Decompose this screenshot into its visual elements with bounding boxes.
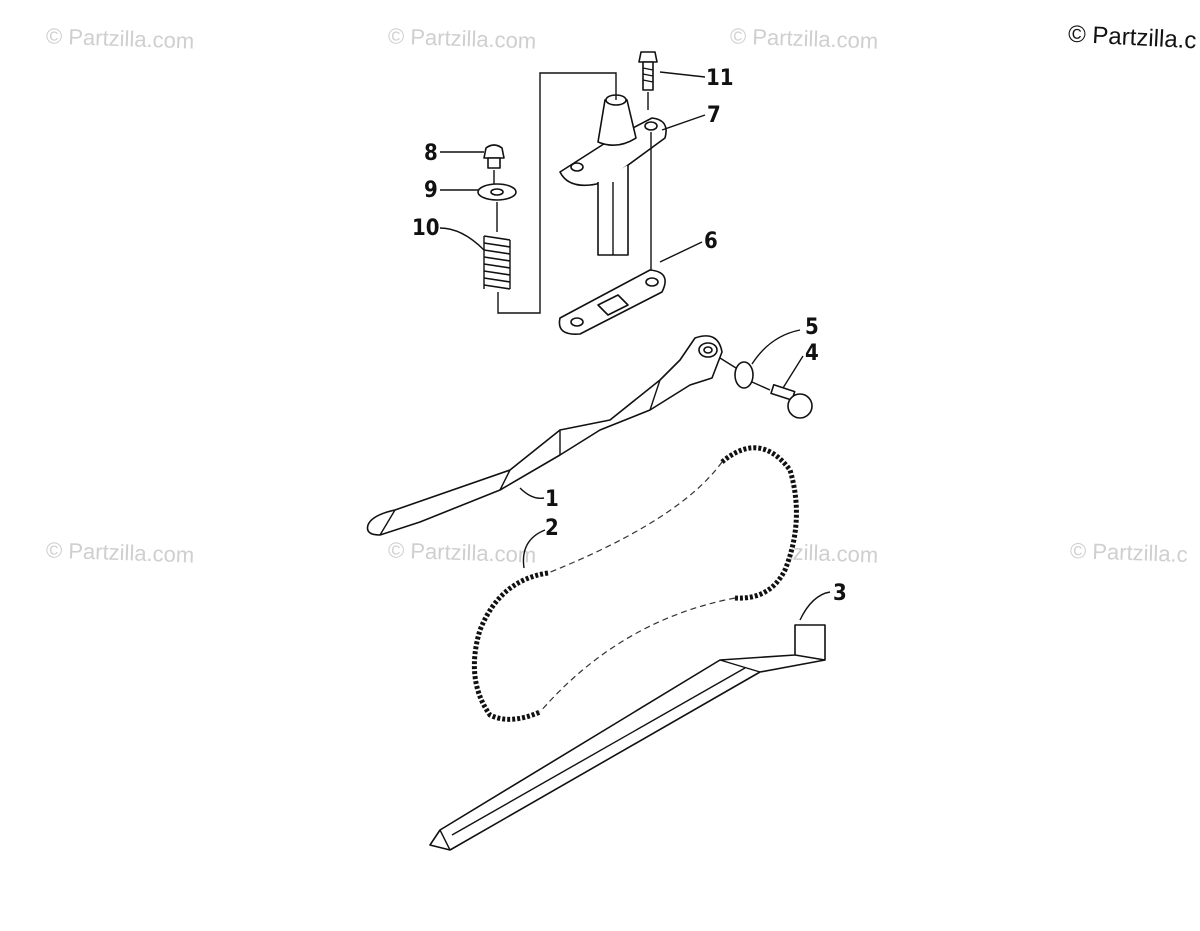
cam-chain-part[interactable] [471,445,799,722]
leader-4 [782,355,804,389]
leader-5 [751,329,801,365]
callout-5: 5 [805,315,819,340]
callout-1: 1 [545,487,559,512]
leader-1 [519,487,545,499]
callout-8: 8 [424,141,438,166]
callout-6: 6 [704,229,718,254]
o-ring-part[interactable] [734,361,754,389]
callout-3: 3 [833,581,847,606]
callout-11: 11 [706,66,734,91]
leader-10 [439,227,485,251]
tensioner-housing-part[interactable] [559,94,667,256]
alignment-bracket [497,72,617,314]
leader-11 [659,71,706,78]
callout-4: 4 [805,341,819,366]
pivot-bolt-part[interactable] [751,381,813,419]
leader-2 [522,529,546,569]
leader-6 [659,241,703,263]
callout-7: 7 [707,103,721,128]
washer-part[interactable] [477,183,517,201]
tensioner-arm-part[interactable] [366,335,723,536]
leader-7 [661,114,706,131]
gasket-plate-part[interactable] [558,269,666,335]
chain-guide-part[interactable] [429,624,826,851]
callout-9: 9 [424,178,438,203]
callout-10: 10 [412,216,440,241]
plug-bolt-part[interactable] [483,144,505,169]
spring-part[interactable] [483,202,511,290]
callout-2: 2 [545,516,559,541]
bolt-part[interactable] [638,51,658,91]
alignment-line [719,357,737,369]
leader-3 [799,591,831,621]
